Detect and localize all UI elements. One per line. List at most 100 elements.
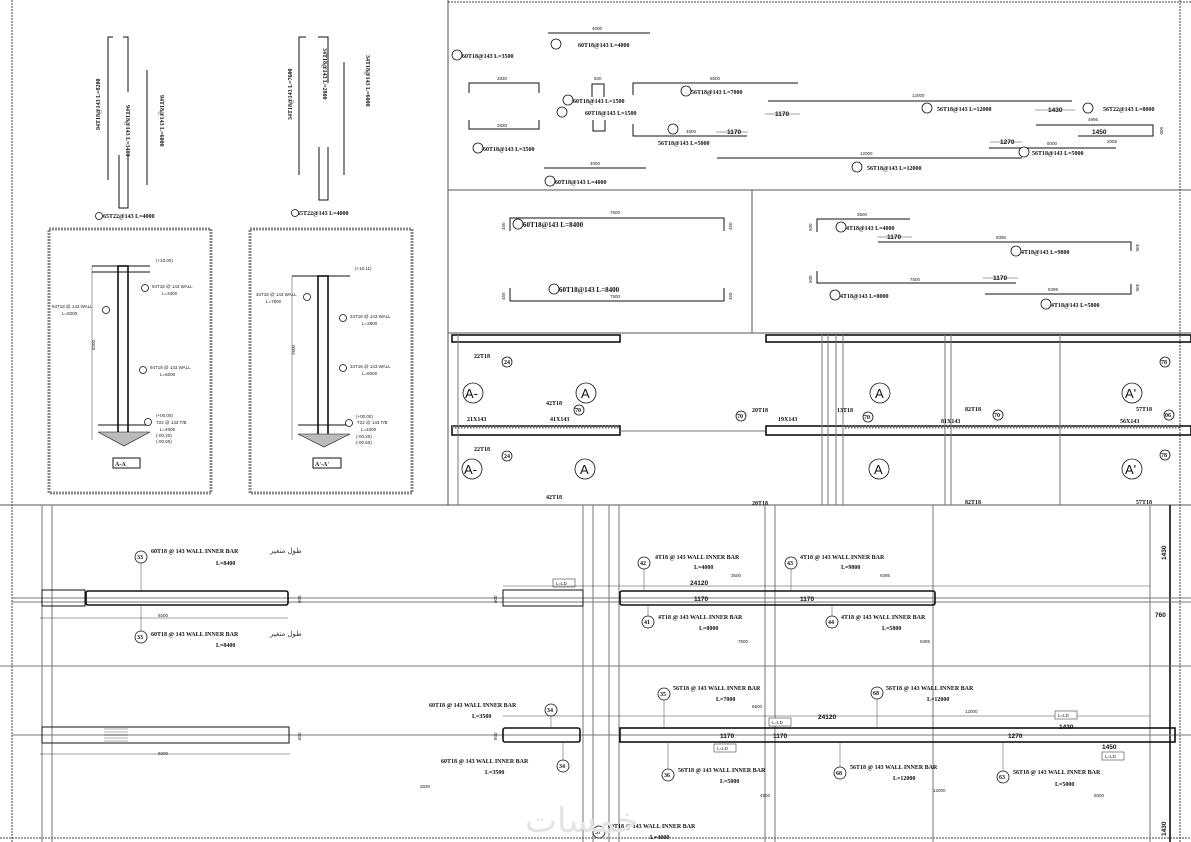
- lower-mark-35-text: 35: [660, 692, 666, 698]
- upper-42-mini: 3500: [731, 573, 742, 578]
- bar-37-dim: 4000: [592, 26, 603, 31]
- section-marker-a-prime[interactable]: [1121, 382, 1143, 404]
- lower-34-l1: 60T18 @ 143 WALL INNER BAR: [429, 703, 517, 709]
- level-0-b: (+00.00): [356, 414, 373, 419]
- lower-mark-68b-text: 68: [836, 771, 842, 777]
- level-2: (-00.50): [156, 439, 172, 444]
- bar-33-mark: [512, 218, 524, 230]
- lower-63-mini: 5000: [1094, 793, 1105, 798]
- upper-left-thickness: 600: [297, 595, 302, 603]
- upper-left-length: 9200: [158, 613, 169, 618]
- lower-34b-l2: L=3500: [485, 770, 504, 776]
- lower-mark-34-text: 34: [547, 708, 553, 714]
- bar-41-shape: [816, 271, 1016, 284]
- plan-label-13T18: 13T18: [837, 408, 853, 414]
- lower-lap-1: 1170: [720, 733, 734, 740]
- bar-36-text: 56T18@143 L=5000: [658, 141, 710, 147]
- footing-hatch: [97, 431, 151, 447]
- section-marker-a-2-b[interactable]: [868, 458, 890, 480]
- bar-44-mark: [1040, 298, 1052, 310]
- lower-mark-37-text: 37: [595, 830, 601, 836]
- bar-22-mark-circle: [291, 209, 299, 217]
- section-a-prime-frame: [248, 227, 414, 495]
- bar-39-dim-side: 500: [1159, 127, 1164, 135]
- bar-72-shape: [123, 36, 129, 92]
- plan-label-56X143: 56X143: [1120, 419, 1139, 425]
- bar-39-shape: [1036, 124, 1154, 137]
- bar-33-shape: [509, 217, 725, 231]
- upper-43-l1: 4T18 @ 143 WALL INNER BAR: [800, 555, 885, 561]
- section-marker-a-2-b-text: A: [874, 462, 883, 477]
- bar-71b-label: 34T18@143 L=6000: [364, 55, 370, 107]
- bar-68b-mark: [851, 161, 863, 173]
- lower-68-mini: 12000: [965, 709, 978, 714]
- bar-36-mark: [667, 123, 679, 135]
- note-71b-l2: L=6000: [362, 371, 378, 376]
- upper-41-l2: L=8000: [699, 626, 718, 632]
- lower-mark-37: [592, 825, 606, 839]
- plan-label-81X143: 81X143: [941, 419, 960, 425]
- lower-bar-34: [502, 727, 581, 743]
- upper-43-l2: L=9800: [841, 565, 860, 571]
- bar-36-lap: 1170: [727, 129, 741, 136]
- section-a-a: A-A (+10.00) 8200 94T18 @ 143 WALL L=340…: [47, 227, 213, 495]
- ld-tag-lower-1: [768, 717, 792, 727]
- bar-38-text: 60T18@143 L=1500: [573, 99, 625, 105]
- upper-33b-l1: 60T18 @ 143 WALL INNER BAR: [151, 632, 239, 638]
- upper-mid-wall: [502, 589, 584, 607]
- bar-68-dim: 12000: [912, 93, 925, 98]
- lower-36-mini: 4500: [760, 793, 771, 798]
- bar-37b-mark: [544, 175, 556, 187]
- section-marker-a-2-text: A: [875, 386, 884, 401]
- bar-69-label: 34T18@143 L=7600: [288, 68, 294, 120]
- bar-63-dim: 5000: [1047, 141, 1058, 146]
- plan-label-82T18: 82T18: [965, 407, 981, 413]
- section-marker-a[interactable]: [575, 382, 597, 404]
- lower-35-l2: L=7000: [716, 697, 735, 703]
- note-70-l1: 94T18 @ 143 WALL: [52, 304, 93, 309]
- bar-41-dim: 7500: [910, 277, 921, 282]
- bar-38-shape: [591, 83, 605, 97]
- bar-33b-dim: 7500: [610, 294, 621, 299]
- plan-mark-78-b: [1159, 449, 1171, 461]
- note-23-l2: L=4000: [160, 427, 176, 432]
- plan-mark-24-b-text: 24: [504, 454, 510, 460]
- bar-68b-dim: 12000: [860, 151, 873, 156]
- bar-33b-dim-l: 450: [501, 292, 506, 300]
- plan-mark-70-c-text: 70: [737, 414, 743, 420]
- section-marker-a-prime-b[interactable]: [1121, 458, 1143, 480]
- plan-label-42T18-b: 42T18: [546, 495, 562, 501]
- upper-44-l2: L=5800: [882, 626, 901, 632]
- bar-37-mark: [550, 38, 562, 50]
- ld-tag-lower-2: [713, 743, 737, 753]
- lower-lap-3: 1270: [1008, 733, 1023, 740]
- bar-63-mark: [1018, 146, 1030, 158]
- bar-73-shape: [318, 36, 329, 83]
- section-marker-a-b[interactable]: [574, 458, 596, 480]
- section-marker-a-minus[interactable]: [462, 382, 484, 404]
- wall-plan: 22T18 24 22T18 24 42T18 70 42T18 21X143 …: [451, 334, 1191, 507]
- plan-mark-70-c: [735, 410, 747, 422]
- bar-35-dim: 6500: [710, 76, 721, 81]
- level-2-b: (-00.50): [356, 440, 372, 445]
- bar-68-text: 56T18@143 L=12000: [937, 107, 992, 113]
- bar-68-mark: [921, 102, 933, 114]
- mark-72: [141, 284, 149, 292]
- upper-right-dim-760: 760: [1155, 612, 1166, 619]
- bar-37-text: 60T18@143 L=4000: [578, 43, 630, 49]
- bar-36-dim: 4500: [686, 129, 697, 134]
- bar-71-label: 94T18@143 L=6000: [158, 95, 164, 147]
- upper-43-mini: 9395: [880, 573, 891, 578]
- section-marker-a-2[interactable]: [869, 382, 891, 404]
- bar-42-lap: 1170: [887, 234, 901, 241]
- bar-44-dim-side: 405: [1135, 284, 1140, 292]
- note-71b-l1: 34T18 @ 143 WALL: [350, 364, 391, 369]
- section-marker-a-minus-b[interactable]: [461, 458, 483, 480]
- upper-33-l2: L=8400: [216, 561, 235, 567]
- bar-34b-mark: [472, 142, 484, 154]
- upper-mark-44-text: 44: [828, 620, 834, 626]
- upper-42-l2: L=4000: [694, 565, 713, 571]
- bar-schedule: 4000 60T18@143 L=4000 60T18@143 L=3500 2…: [451, 26, 1164, 187]
- upper-mark-42-text: 42: [640, 561, 646, 567]
